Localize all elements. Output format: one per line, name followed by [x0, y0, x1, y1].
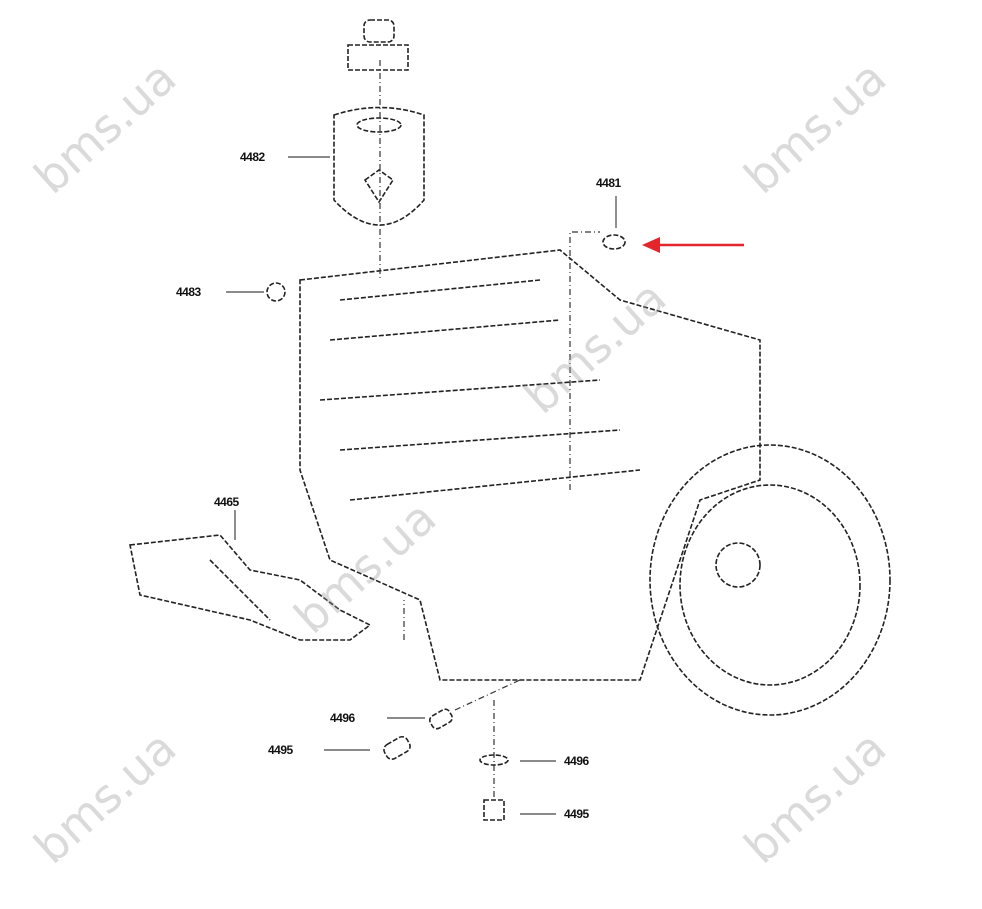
callout-starter: 4465 — [214, 495, 239, 509]
callout-filter: 4482 — [240, 150, 265, 164]
callout-switch: 4483 — [176, 285, 201, 299]
gasket-part — [383, 735, 411, 761]
callout-washer-lower: 4496 — [564, 754, 589, 768]
callout-gasket-left: 4495 — [268, 743, 293, 757]
drain-plug-part — [483, 799, 505, 821]
plug-part — [429, 708, 453, 730]
highlight-arrow — [642, 237, 744, 253]
switch-part — [266, 282, 286, 302]
oil-filter — [333, 106, 425, 226]
flywheel — [679, 484, 861, 686]
callout-drain-plug: 4495 — [564, 807, 589, 821]
starter-motor — [129, 534, 372, 641]
engine-block — [299, 249, 761, 681]
filter-fitting — [363, 19, 395, 43]
callout-plug-upper: 4496 — [330, 711, 355, 725]
flywheel-housing — [649, 444, 891, 716]
callout-sensor: 4481 — [596, 176, 621, 190]
sensor-part — [602, 234, 626, 250]
